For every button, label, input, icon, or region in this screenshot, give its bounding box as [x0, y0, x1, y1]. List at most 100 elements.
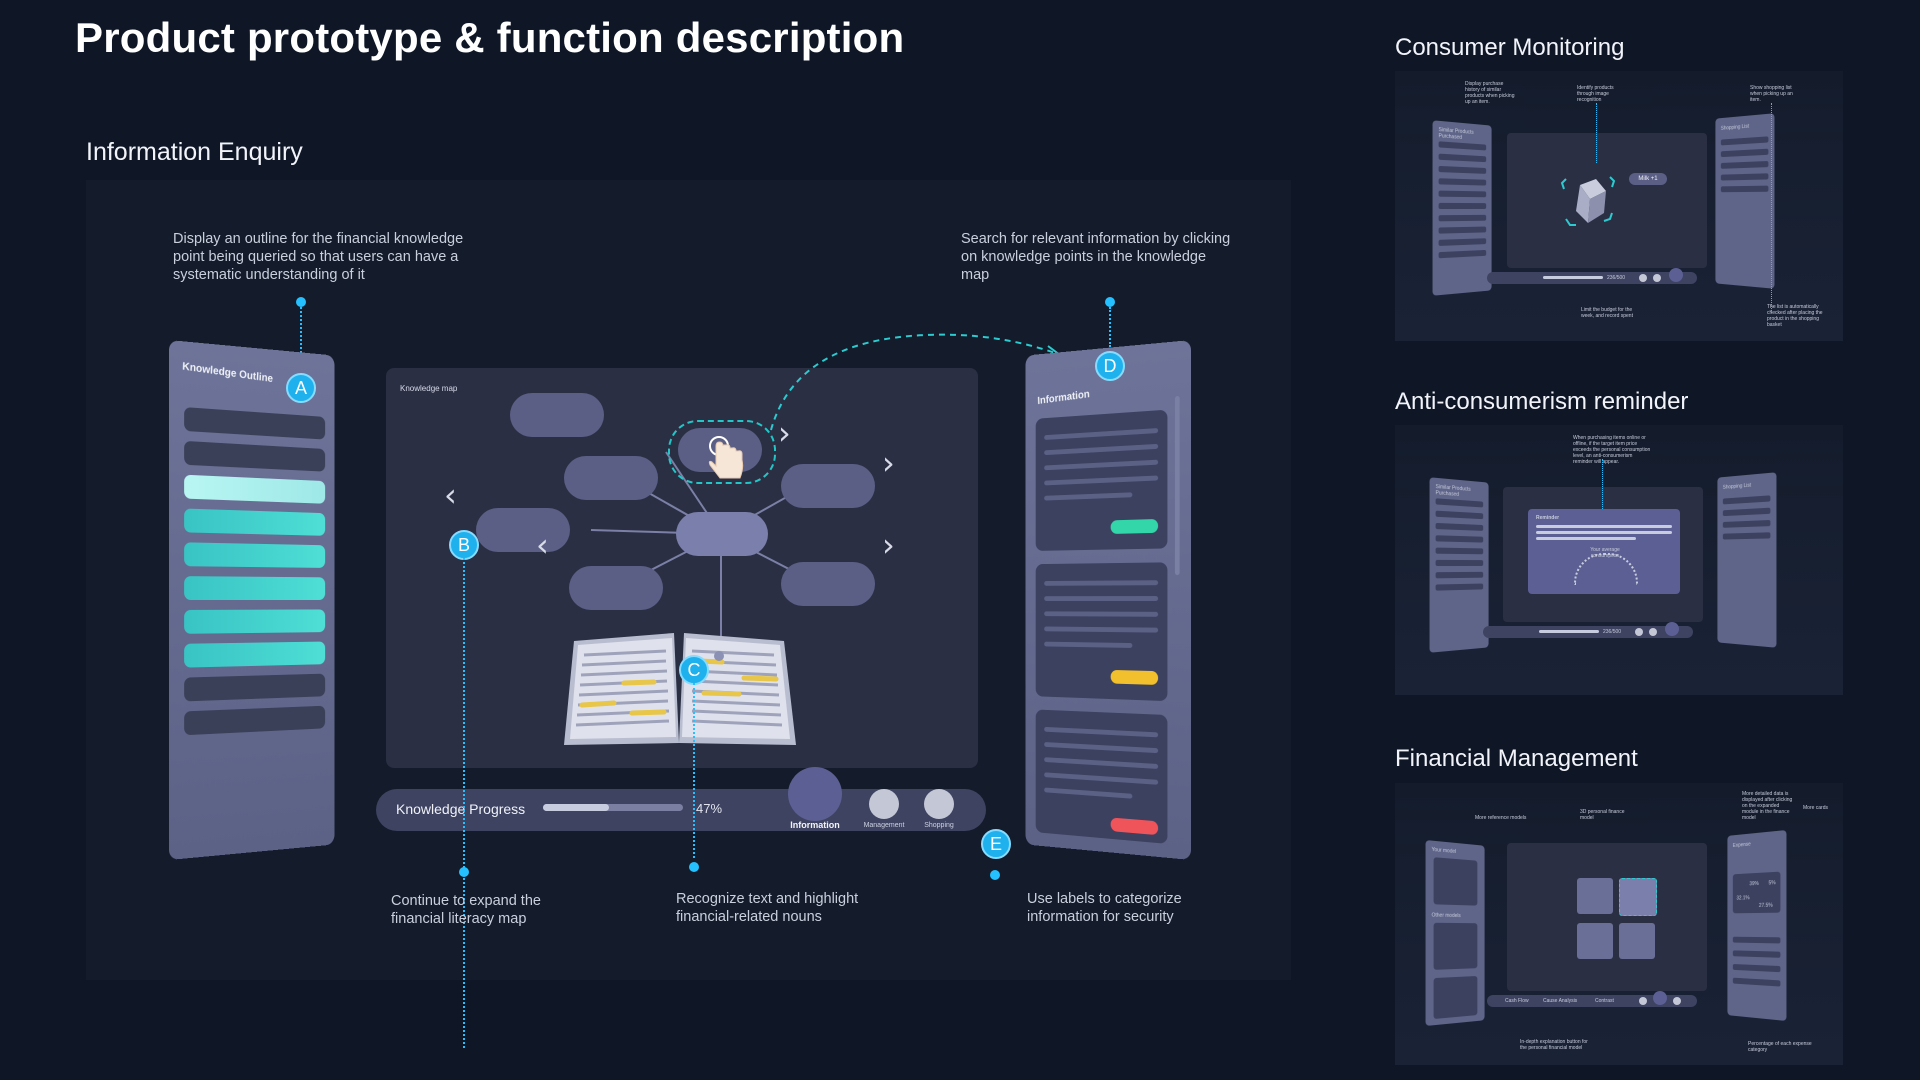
rm-note: When purchasing items online or offline,… [1573, 435, 1651, 465]
fm-value-1: 39% [1749, 880, 1759, 888]
fm-right-panel: Expense 39% 5% 32.1% 27.5% [1727, 829, 1787, 1022]
chevron-right-icon[interactable]: › [882, 526, 895, 564]
information-scrollbar[interactable] [1174, 395, 1180, 576]
gauge-label: Your average consumption [1590, 547, 1620, 559]
fm-tab-cash-flow[interactable]: Cash Flow [1505, 998, 1529, 1004]
label-tag-red[interactable] [1110, 817, 1159, 836]
note-outline: Display an outline for the financial kno… [173, 231, 464, 283]
map-node[interactable] [781, 464, 875, 508]
outline-item-highlighted[interactable] [184, 508, 326, 536]
marker-a: A [286, 373, 316, 403]
marker-c: C [679, 655, 709, 685]
fm-tab-cause-analysis[interactable]: Cause Analysis [1543, 998, 1578, 1004]
fm-left-panel-title: Your model [1431, 846, 1457, 856]
note-expand: Continue to expand the financial literac… [391, 893, 541, 927]
connector-dot-d [1105, 297, 1115, 307]
progress-fill [543, 804, 609, 811]
connector-line-b [463, 558, 465, 1048]
cm-note-budget: Limit the budget for the week, and recor… [1581, 307, 1633, 319]
knowledge-map-title: Knowledge map [400, 384, 458, 393]
cm-budget-bar: 236/500 [1487, 268, 1697, 284]
note-search: Search for relevant information by click… [961, 231, 1231, 283]
outline-item-selected[interactable] [184, 474, 326, 504]
outline-item[interactable] [184, 705, 326, 736]
label-tag-yellow[interactable] [1110, 669, 1159, 685]
fm-tab-contrast[interactable]: Contrast [1595, 998, 1614, 1004]
connector-dot-c [689, 862, 699, 872]
rm-budget-text: 236/500 [1603, 629, 1622, 635]
connector-line-a [300, 307, 302, 377]
information-panel: Information [1025, 340, 1191, 860]
fm-value-3: 32.1% [1736, 895, 1750, 902]
information-panel-title: Information [1037, 388, 1090, 407]
section-title-information-enquiry: Information Enquiry [86, 138, 303, 166]
cm-right-panel-title: Shopping List [1720, 123, 1750, 132]
fm-note-model3d: 3D personal finance model [1580, 809, 1625, 821]
rm-right-panel-title: Shopping List [1722, 482, 1752, 491]
chevron-left-icon[interactable]: ‹ [444, 476, 457, 514]
connector-dot-a [296, 297, 306, 307]
connector-line-c [693, 683, 695, 858]
fm-left-panel-subtitle: Other models [1431, 912, 1461, 920]
connector-dot-e [990, 870, 1000, 880]
rm-right-panel: Shopping List [1717, 472, 1777, 648]
info-card[interactable] [1035, 409, 1168, 551]
progress-track [543, 804, 683, 811]
rm-budget-bar: 236/500 [1483, 622, 1693, 638]
outline-item[interactable] [184, 440, 326, 472]
marker-e: E [981, 829, 1011, 859]
outline-item-highlighted[interactable] [184, 609, 326, 634]
fm-note-percent: Percentage of each expense category [1748, 1041, 1812, 1053]
reminder-title: Anti-consumerism reminder [1395, 388, 1689, 415]
map-node[interactable] [781, 562, 875, 606]
chevron-left-icon[interactable]: ‹ [536, 526, 549, 564]
cm-left-panel: Similar Products Purchased [1432, 120, 1492, 296]
rm-left-panel: Similar Products Purchased [1429, 477, 1489, 653]
tap-hand-icon [708, 436, 744, 479]
progress-value: 47% [696, 801, 723, 816]
rm-left-panel-title: Similar Products Purchased [1435, 483, 1471, 498]
fm-value-4: 27.5% [1758, 902, 1773, 909]
note-labels: Use labels to categorize information for… [1027, 891, 1182, 925]
fm-value-2: 5% [1768, 880, 1776, 887]
fm-note-details: More detailed data is displayed after cl… [1742, 791, 1793, 821]
knowledge-outline-panel: Knowledge Outline [169, 340, 335, 860]
marker-b: B [449, 530, 479, 560]
map-node[interactable] [510, 393, 604, 437]
label-tag-green[interactable] [1110, 518, 1159, 534]
nav-information-button[interactable] [788, 767, 842, 821]
chevron-right-icon[interactable]: › [778, 414, 791, 452]
fm-note-analysis: In-depth explanation button for the pers… [1520, 1039, 1588, 1051]
map-node[interactable] [569, 566, 663, 610]
nav-shopping-button[interactable] [924, 789, 954, 819]
cm-count-chip: Milk +1 [1629, 173, 1667, 185]
nav-shopping-label: Shopping [924, 822, 954, 829]
info-card[interactable] [1035, 562, 1168, 702]
outline-item[interactable] [184, 407, 326, 440]
map-node[interactable] [476, 508, 570, 552]
nav-information-label: Information [790, 820, 840, 830]
outline-item-highlighted[interactable] [184, 576, 326, 600]
chevron-right-icon[interactable]: › [882, 444, 895, 482]
nav-management-label: Management [863, 822, 905, 829]
outline-item[interactable] [184, 673, 326, 702]
map-node[interactable] [564, 456, 658, 500]
info-card[interactable] [1035, 709, 1168, 844]
fm-note-reference: More reference models [1475, 815, 1527, 821]
cm-note-history: Display purchase history of similar prod… [1465, 81, 1515, 105]
open-book-icon [564, 633, 796, 745]
outline-item-highlighted[interactable] [184, 542, 326, 568]
information-enquiry-panel: Display an outline for the financial kno… [86, 180, 1291, 1048]
fm-right-panel-title: Expense [1732, 841, 1751, 849]
map-node-center[interactable] [676, 512, 768, 556]
outline-item-highlighted[interactable] [184, 641, 326, 668]
page-title: Product prototype & function description [75, 14, 905, 61]
marker-d: D [1095, 351, 1125, 381]
nav-management-button[interactable] [869, 789, 899, 819]
knowledge-progress-bar: Knowledge Progress 47% Information Manag… [376, 767, 986, 831]
fm-model-view [1507, 843, 1707, 991]
cm-note-checked: The list is automatically checked after … [1767, 304, 1823, 328]
knowledge-progress-label: Knowledge Progress [396, 801, 526, 817]
reminder-dialog-title: Reminder [1536, 515, 1560, 521]
fm-tab-bar: Cash Flow Cause Analysis Contrast [1487, 991, 1697, 1007]
